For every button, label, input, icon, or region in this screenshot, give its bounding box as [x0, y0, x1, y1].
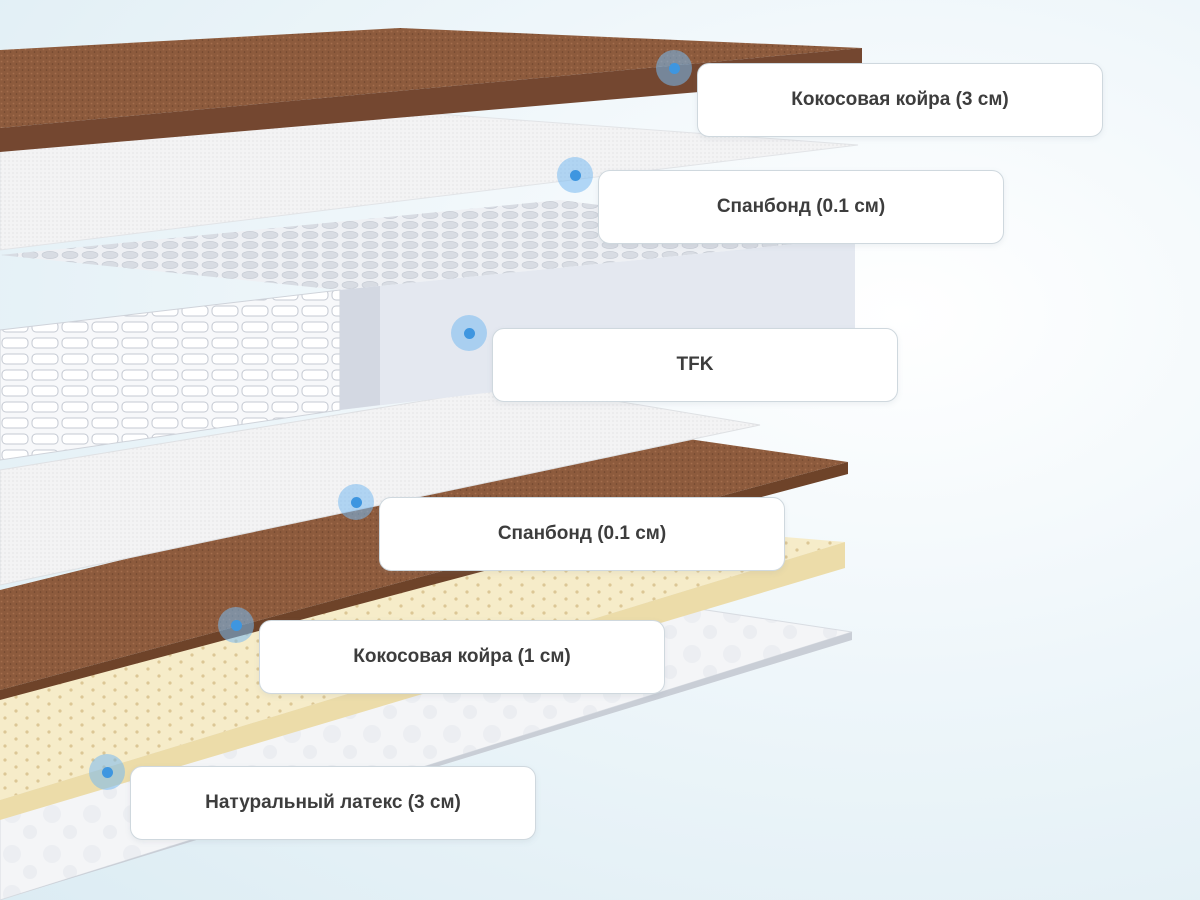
marker-latex[interactable]: [89, 754, 125, 790]
label-spunbond-lower: Спанбонд (0.1 см): [379, 497, 785, 571]
marker-coir-1cm[interactable]: [218, 607, 254, 643]
label-coir-3cm-text: Кокосовая койра (3 см): [791, 89, 1009, 110]
marker-tfk[interactable]: [451, 315, 487, 351]
marker-coir-3cm[interactable]: [656, 50, 692, 86]
label-coir-3cm: Кокосовая койра (3 см): [697, 63, 1103, 137]
spring-block-front-shade: [340, 286, 380, 410]
label-spunbond-upper: Спанбонд (0.1 см): [598, 170, 1004, 244]
spring-block-front: [340, 238, 855, 410]
coir-top-layer: [0, 28, 862, 128]
spunbond-lower-layer: [0, 384, 761, 586]
label-coir-1cm-text: Кокосовая койра (1 см): [353, 646, 571, 667]
label-spunbond-lower-text: Спанбонд (0.1 см): [497, 523, 667, 544]
label-tfk-text: TFK: [676, 354, 714, 375]
marker-spunbond-lower[interactable]: [338, 484, 374, 520]
label-tfk: TFK: [492, 328, 898, 402]
marker-spunbond-upper[interactable]: [557, 157, 593, 193]
label-coir-1cm: Кокосовая койра (1 см): [259, 620, 665, 694]
coir-top-layer-edge: [0, 48, 862, 152]
label-latex-text: Натуральный латекс (3 см): [205, 792, 461, 813]
label-latex: Натуральный латекс (3 см): [130, 766, 536, 840]
label-spunbond-upper-text: Спанбонд (0.1 см): [716, 196, 886, 217]
